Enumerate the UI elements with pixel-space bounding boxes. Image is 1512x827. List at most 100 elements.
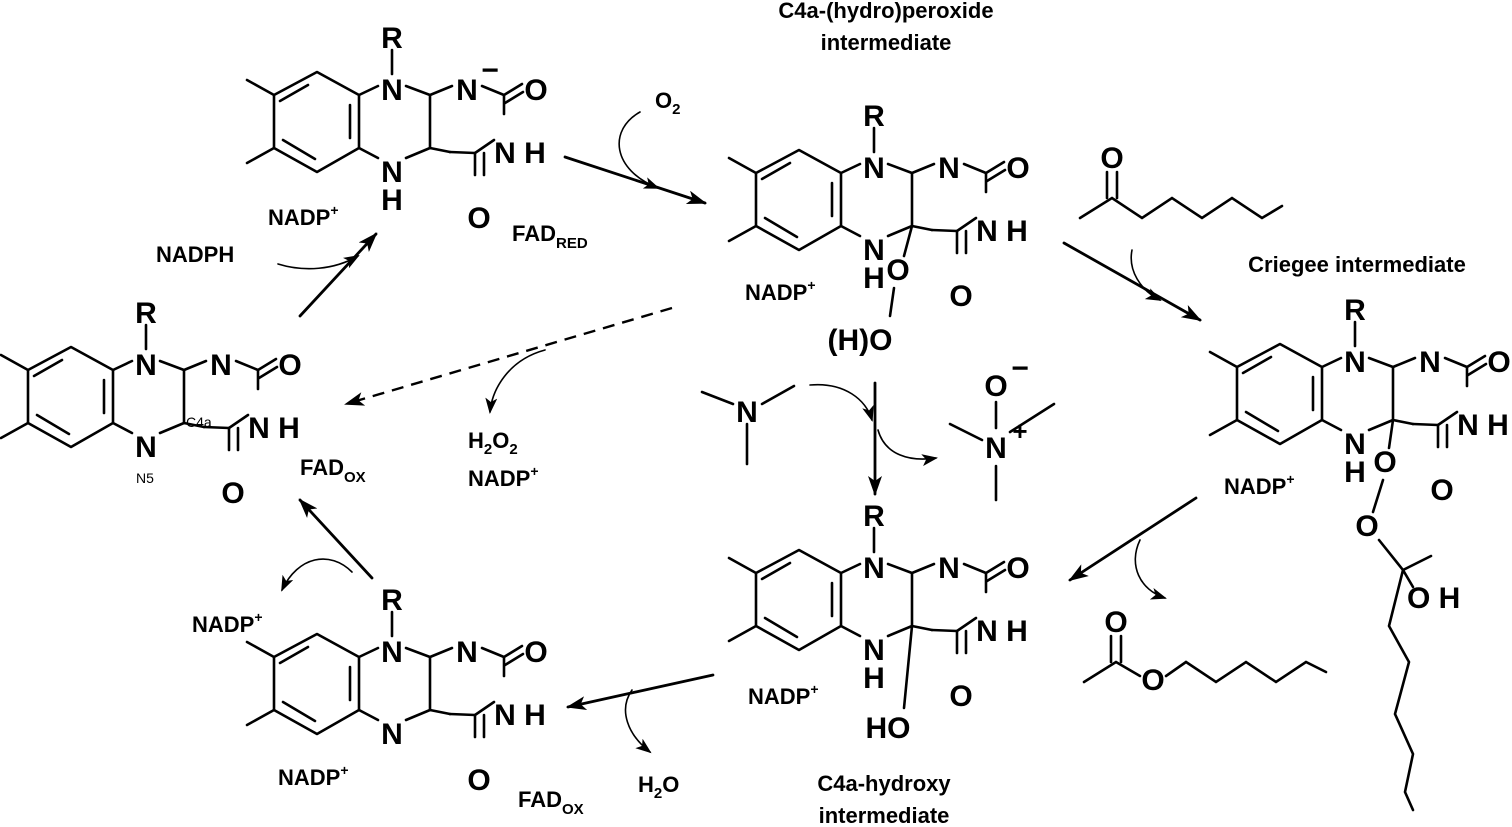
c4-oxygen: O bbox=[949, 680, 972, 713]
amine-nitrogen: N bbox=[736, 396, 758, 429]
arrow-criegee-to-hydroxy bbox=[1068, 496, 1198, 582]
nadp-label-release: NADP+ bbox=[192, 609, 263, 637]
arrow-water-release bbox=[624, 689, 652, 754]
peroxide-oxygen-1: O bbox=[886, 254, 909, 287]
c4-oxygen: O bbox=[221, 477, 244, 510]
criegee-intermediate-structure: R N N H N O N H O O O O H bbox=[1208, 294, 1511, 812]
c2-oxygen: O bbox=[278, 349, 301, 382]
nadp-label-criegee: NADP+ bbox=[1224, 471, 1295, 499]
c2-oxygen: O bbox=[524, 636, 547, 669]
fad-ox-structure: R N N N O N H O C4a N5 bbox=[0, 297, 302, 510]
n5-position-label: N5 bbox=[136, 470, 154, 486]
n1-atom: N bbox=[456, 74, 478, 107]
n5-atom: N bbox=[863, 234, 885, 267]
n5-atom: N bbox=[381, 156, 403, 189]
c4a-hydroxyl: HO bbox=[866, 712, 911, 745]
n-oxide-nitrogen: N bbox=[985, 432, 1007, 465]
c4a-hydroxy-structure: R N N H N O N H O HO bbox=[727, 500, 1030, 745]
n1-atom: N bbox=[938, 152, 960, 185]
nadph-label: NADPH bbox=[156, 242, 234, 267]
c4-oxygen: O bbox=[467, 764, 490, 797]
arrow-fadox-to-fadox bbox=[298, 498, 374, 580]
n-oxide-oxygen: O bbox=[984, 370, 1007, 403]
fad-ox-label: FADOX bbox=[300, 455, 366, 486]
n3-hydrogen: N H bbox=[248, 412, 300, 445]
n10-atom: N bbox=[1344, 346, 1366, 379]
fad-ox-regenerated-structure: R N N N O N H O bbox=[245, 584, 548, 797]
n1-atom: N bbox=[938, 552, 960, 585]
n3-hydrogen: N H bbox=[494, 137, 546, 170]
arrow-h2o2-release bbox=[485, 349, 546, 414]
n5-hydrogen: H bbox=[863, 662, 885, 695]
n1-atom: N bbox=[1419, 346, 1441, 379]
fad-red-structure: R N N H N − O N H O bbox=[245, 22, 548, 235]
c2-oxygen: O bbox=[524, 74, 547, 107]
trimethylamine-oxide-product: O − N + bbox=[948, 352, 1056, 502]
n1-charge: − bbox=[481, 54, 499, 87]
arrow-fadred-to-peroxide bbox=[563, 155, 707, 205]
n-oxide-charge-minus: − bbox=[1011, 352, 1029, 385]
criegee-hydroxyl: O H bbox=[1407, 582, 1460, 615]
pentyl-acetate-product: O O bbox=[1082, 606, 1328, 697]
arrow-ester-release bbox=[1134, 539, 1167, 600]
arrow-hydroxy-to-fadox bbox=[566, 673, 715, 710]
c4a-peroxide-title-line2: intermediate bbox=[821, 30, 952, 55]
criegee-oxygen-2: O bbox=[1355, 510, 1378, 543]
n5-atom: N bbox=[135, 431, 157, 464]
ester-oxygen: O bbox=[1141, 664, 1164, 697]
c2-oxygen: O bbox=[1006, 552, 1029, 585]
n3-hydrogen: N H bbox=[976, 615, 1028, 648]
n10-atom: N bbox=[135, 349, 157, 382]
arrow-nadp-release bbox=[281, 558, 353, 592]
arrow-fadox-to-fadred bbox=[298, 232, 378, 318]
nadp-label-peroxide: NADP+ bbox=[745, 277, 816, 305]
r-group: R bbox=[1344, 294, 1366, 327]
c4-oxygen: O bbox=[949, 280, 972, 313]
n5-hydrogen: H bbox=[381, 184, 403, 217]
n3-hydrogen: N H bbox=[976, 215, 1028, 248]
c4-oxygen: O bbox=[467, 202, 490, 235]
n1-atom: N bbox=[210, 349, 232, 382]
n5-atom: N bbox=[863, 634, 885, 667]
arrow-nadph-uptake bbox=[277, 254, 360, 270]
h2o-label: H2O bbox=[638, 772, 679, 802]
n10-atom: N bbox=[863, 152, 885, 185]
hydroperoxide-terminal: (H)O bbox=[828, 324, 893, 357]
n10-atom: N bbox=[381, 74, 403, 107]
nadp-label-fadox-bottom: NADP+ bbox=[278, 762, 349, 790]
o2-label: O2 bbox=[655, 88, 680, 118]
c4a-hydroxy-title: C4a-hydroxy bbox=[817, 771, 951, 796]
trimethylamine-substrate: N bbox=[700, 384, 796, 466]
r-group: R bbox=[863, 100, 885, 133]
c4-oxygen: O bbox=[1430, 474, 1453, 507]
c2-oxygen: O bbox=[1487, 346, 1510, 379]
n3-hydrogen: N H bbox=[494, 699, 546, 732]
c4a-hydroxy-title-line2: intermediate bbox=[819, 803, 950, 827]
ester-carbonyl-oxygen: O bbox=[1104, 606, 1127, 639]
c4a-position-label: C4a bbox=[186, 414, 212, 430]
nadp-label-uncoupling: NADP+ bbox=[468, 463, 539, 491]
h2o2-label: H2O2 bbox=[468, 428, 518, 458]
n10-atom: N bbox=[381, 636, 403, 669]
n5-atom: N bbox=[381, 718, 403, 751]
nadp-label-hydroxy: NADP+ bbox=[748, 681, 819, 709]
n3-hydrogen: N H bbox=[1457, 409, 1509, 442]
r-group: R bbox=[381, 22, 403, 55]
criegee-oxygen-1: O bbox=[1373, 446, 1396, 479]
c4a-peroxide-title: C4a-(hydro)peroxide bbox=[778, 0, 993, 23]
fad-red-label: FADRED bbox=[512, 221, 588, 252]
arrow-n-oxide-release bbox=[877, 429, 938, 467]
c4a-hydroperoxide-structure: R N N H N O N H O O (H)O bbox=[727, 100, 1030, 357]
nadp-label-fadred: NADP+ bbox=[268, 202, 339, 230]
criegee-title: Criegee intermediate bbox=[1248, 252, 1466, 277]
r-group: R bbox=[381, 584, 403, 617]
c2-oxygen: O bbox=[1006, 152, 1029, 185]
n5-hydrogen: H bbox=[863, 262, 885, 295]
r-group: R bbox=[135, 297, 157, 330]
n-oxide-charge-plus: + bbox=[1012, 416, 1027, 446]
n10-atom: N bbox=[863, 552, 885, 585]
ketone-oxygen: O bbox=[1100, 142, 1123, 175]
fad-ox-label-bottom: FADOX bbox=[518, 787, 584, 818]
arrow-ketone-uptake bbox=[1130, 249, 1162, 301]
